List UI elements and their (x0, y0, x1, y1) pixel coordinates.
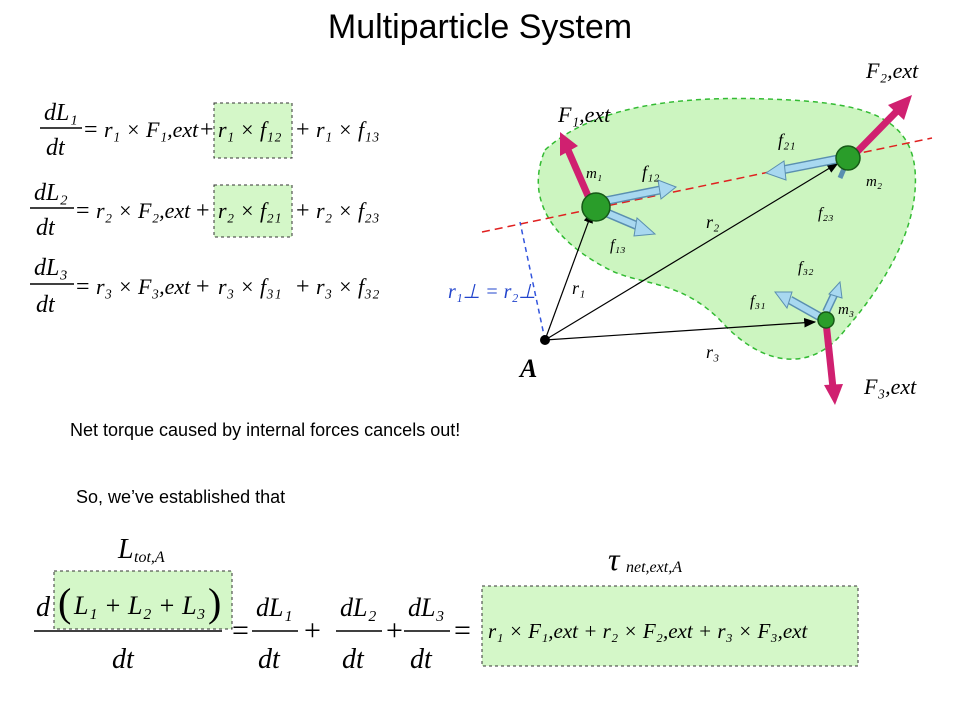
particle-diagram: A r₁⊥ = r₂⊥ m₁ m₂ m₃ F₁,ext F₂,ext F₃,ex… (448, 58, 933, 405)
mass-m1-label: m₁ (586, 166, 602, 182)
origin-point (540, 335, 550, 345)
internal-torque-note: Net torque caused by internal forces can… (70, 420, 461, 440)
mass-m2-label: m₂ (866, 174, 882, 190)
vector-r3 (544, 317, 817, 341)
ltot-symbol: L (117, 534, 134, 565)
force-f32-label: f₃₂ (798, 259, 814, 276)
svg-text:=: = (76, 198, 90, 224)
tau-symbol: τ (608, 541, 621, 577)
force-F2-ext-arrow (849, 107, 901, 160)
svg-text:+: + (386, 614, 403, 647)
sum-of-momenta: L₁ + L₂ + L₃ (73, 591, 206, 620)
vector-r2 (544, 162, 840, 341)
derivative-d: d (36, 592, 51, 623)
mass-m2 (835, 145, 861, 171)
final-dl3: dL₃ (408, 593, 445, 622)
eq1-lhs-numerator: dL₁ (44, 100, 78, 126)
mass-m3 (817, 311, 835, 329)
final-dl1: dL₁ (256, 593, 293, 622)
force-f31-arrow (788, 297, 824, 321)
net-external-torque-box (481, 585, 859, 667)
vector-r2-label: r₂ (706, 212, 719, 232)
eq2-term-internal-a: r₂ × f₂₁ (218, 198, 281, 223)
svg-text:(: ( (58, 580, 71, 625)
eq1-term-external: r₁ × F₁,ext (104, 117, 199, 142)
svg-text:): ) (208, 580, 221, 625)
svg-text:+: + (296, 274, 310, 300)
eq2-lhs-numerator: dL₂ (34, 180, 68, 206)
svg-text:+: + (296, 198, 310, 224)
final-dt-2: dt (258, 644, 281, 675)
equation-2: dL₂ dt = r₂ × F₂,ext + r₂ × f₂₁ + r₂ × f… (30, 180, 379, 241)
svg-text:=: = (76, 274, 90, 300)
svg-text:=: = (232, 614, 249, 647)
tau-subscript: net,ext,A (626, 559, 682, 576)
eq3-term-internal-b: r₃ × f₃₂ (316, 274, 380, 299)
torque-equations: dL₁ dt = r₁ × F₁,ext + r₁ × f₁₂ + r₁ × f… (30, 100, 380, 318)
force-f21-label: f₂₁ (778, 130, 796, 150)
eq3-lhs-denominator: dt (36, 292, 56, 318)
established-note: So, we’ve established that (76, 487, 286, 507)
force-F2-label: F₂,ext (865, 58, 919, 83)
force-f12-label: f₁₂ (642, 162, 660, 182)
internal-term-box-2 (213, 184, 293, 238)
internal-term-box-1 (213, 102, 293, 159)
force-f32-arrow (823, 291, 838, 314)
vector-r3-label: r₃ (706, 342, 719, 362)
ltot-subscript: tot,A (134, 549, 165, 566)
final-dt-3: dt (342, 644, 365, 675)
eq3-term-internal-a: r₃ × f₃₁ (218, 274, 281, 299)
eq2-term-external: r₂ × F₂,ext (96, 198, 191, 223)
svg-text:+: + (304, 614, 321, 647)
slide-title: Multiparticle System (327, 8, 633, 46)
force-f12-arrow (599, 187, 661, 205)
force-f13-label: f₁₃ (610, 237, 626, 254)
eq3-lhs-numerator: dL₃ (34, 255, 68, 281)
eq3-term-external: r₃ × F₃,ext (96, 274, 191, 299)
system-boundary (537, 97, 917, 360)
eq2-lhs-denominator: dt (36, 215, 56, 241)
total-angular-momentum-box (53, 570, 233, 630)
final-dl2: dL₂ (340, 593, 377, 622)
eq1-term-internal-b: r₁ × f₁₃ (316, 117, 379, 142)
eq2-term-internal-b: r₂ × f₂₃ (316, 198, 379, 223)
force-F1-label: F₁,ext (557, 102, 611, 127)
force-f21-arrow (781, 155, 844, 173)
equation-3: dL₃ dt = r₃ × F₃,ext + r₃ × f₃₁ + r₃ × f… (30, 255, 380, 318)
perpendicular-label: r₁⊥ = r₂⊥ (448, 281, 536, 303)
svg-text:=: = (454, 614, 471, 647)
svg-text:+: + (200, 117, 214, 143)
mass-m1 (581, 192, 611, 222)
final-dt-1: dt (112, 644, 135, 675)
svg-text:=: = (84, 117, 98, 143)
force-f23-label: f₂₃ (818, 205, 834, 222)
force-F3-ext-arrow (822, 321, 837, 389)
final-rhs-torques: r₁ × F₁,ext + r₂ × F₂,ext + r₃ × F₃,ext (488, 619, 809, 643)
eq1-term-internal-a: r₁ × f₁₂ (218, 117, 282, 142)
force-F3-label: F₃,ext (863, 374, 917, 399)
equation-1: dL₁ dt = r₁ × F₁,ext + r₁ × f₁₂ + r₁ × f… (40, 100, 379, 161)
vector-r1 (544, 210, 593, 341)
mass-m3-label: m₃ (838, 302, 854, 318)
svg-text:+: + (196, 274, 210, 300)
final-equation: L tot,A τ net,ext,A d ( L₁ + L₂ + L₃ ) d… (34, 534, 859, 675)
perpendicular-distance-line (519, 221, 546, 341)
vector-r1-label: r₁ (572, 278, 585, 298)
force-f31-label: f₃₁ (750, 293, 766, 310)
final-dt-4: dt (410, 644, 433, 675)
svg-text:+: + (196, 198, 210, 224)
origin-label: A (518, 354, 537, 383)
eq1-lhs-denominator: dt (46, 135, 66, 161)
svg-text:+: + (296, 117, 310, 143)
